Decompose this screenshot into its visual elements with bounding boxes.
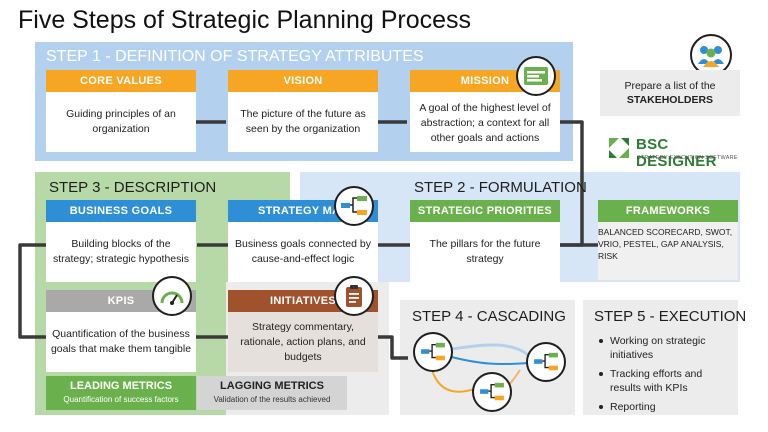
step1-label: STEP 1 - DEFINITION OF STRATEGY ATTRIBUT… [46,48,424,65]
business-goals-body: Building blocks of the strategy; strateg… [53,238,189,265]
step5-panel [583,300,738,415]
cascade-map-icon-left [413,332,453,372]
kpis-body: Quantification of the business goals tha… [50,328,192,355]
business-goals-head: BUSINESS GOALS [46,200,196,222]
bsc-designer-logo: BSC DESIGNER STRATEGY EXECUTION SOFTWARE [606,134,746,170]
logo-name: BSC DESIGNER [636,136,717,170]
frameworks-card: FRAMEWORKS BALANCED SCORECARD, SWOT, VRI… [598,200,738,280]
connector-goals-kpis [18,243,46,339]
cascade-map-icon-bottom [472,372,512,412]
execution-item: Tracking efforts and results with KPIs [596,367,734,395]
stakeholders-box: Prepare a list of the STAKEHOLDERS [600,70,740,116]
execution-item: Working on strategic initiatives [596,334,734,362]
step2-label: STEP 2 - FORMULATION [414,179,587,196]
strategic-priorities-body: The pillars for the future strategy [429,238,541,265]
frameworks-body: BALANCED SCORECARD, SWOT, VRIO, PESTEL, … [598,227,733,261]
step3-label: STEP 3 - DESCRIPTION [49,179,217,196]
lagging-metrics-body: Validation of the results achieved [213,395,331,404]
page-title: Five Steps of Strategic Planning Process [18,6,472,34]
cascade-map-icon-right [526,342,566,382]
core-values-card: CORE VALUES Guiding principles of an org… [46,70,196,152]
execution-list: Working on strategic initiatives Trackin… [596,334,734,419]
strategy-map-body: Business goals connected by cause-and-ef… [234,238,371,265]
lagging-metrics-head: LAGGING METRICS [220,380,324,392]
core-values-body: Guiding principles of an organization [66,108,176,135]
gauge-icon [152,276,192,316]
business-goals-card: BUSINESS GOALS Building blocks of the st… [46,200,196,282]
step4-label: STEP 4 - CASCADING [412,308,566,325]
clipboard-icon [334,276,374,316]
frameworks-head: FRAMEWORKS [598,200,738,222]
initiatives-body: Strategy commentary, rationale, action p… [228,312,378,372]
strategic-priorities-head: STRATEGIC PRIORITIES [410,200,560,222]
connector-initiatives-cascading [378,335,408,360]
mission-body: A goal of the highest level of abstracti… [419,101,551,144]
leading-metrics-body: Quantification of success factors [63,395,179,404]
logo-mark-icon [609,138,629,158]
mission-list-icon [516,56,556,96]
stakeholders-text: Prepare a list of the [624,80,716,92]
vision-head: VISION [228,70,378,92]
vision-body: The picture of the future as seen by the… [240,108,366,135]
step5-label: STEP 5 - EXECUTION [594,308,747,325]
execution-item: Reporting [596,400,734,414]
strategic-priorities-card: STRATEGIC PRIORITIES The pillars for the… [410,200,560,282]
vision-card: VISION The picture of the future as seen… [228,70,378,152]
logo-tagline: STRATEGY EXECUTION SOFTWARE [637,155,738,161]
strategy-map-icon [334,186,374,226]
lagging-metrics-box: LAGGING METRICS Validation of the result… [197,376,347,410]
core-values-head: CORE VALUES [46,70,196,92]
leading-metrics-box: LEADING METRICS Quantification of succes… [46,376,196,410]
leading-metrics-head: LEADING METRICS [69,380,173,392]
stakeholders-label: STAKEHOLDERS [626,94,714,106]
